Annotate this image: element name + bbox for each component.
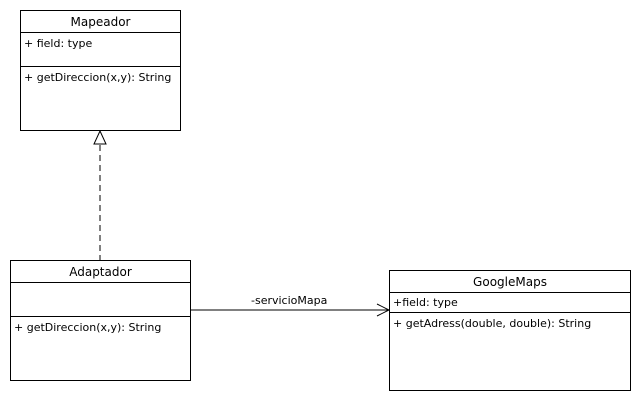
association-label: -servicioMapa (251, 294, 328, 307)
class-name: GoogleMaps (390, 271, 630, 293)
realization-arrowhead (93, 129, 107, 145)
attributes-section: + field: type (21, 33, 180, 67)
method: + getDireccion(x,y): String (24, 71, 172, 84)
methods-section: + getAdress(double, double): String (390, 313, 630, 330)
attributes-section: +field: type (390, 293, 630, 313)
class-mapeador[interactable]: Mapeador + field: type + getDireccion(x,… (20, 10, 181, 131)
class-adaptador[interactable]: Adaptador + getDireccion(x,y): String (10, 260, 191, 381)
attribute: +field: type (393, 296, 458, 309)
class-name: Mapeador (21, 11, 180, 33)
attribute: + field: type (24, 37, 93, 50)
class-name: Adaptador (11, 261, 190, 283)
attributes-section (11, 283, 190, 317)
class-googlemaps[interactable]: GoogleMaps +field: type + getAdress(doub… (389, 270, 631, 391)
method: + getAdress(double, double): String (393, 317, 592, 330)
methods-section: + getDireccion(x,y): String (21, 67, 180, 84)
method: + getDireccion(x,y): String (14, 321, 162, 334)
methods-section: + getDireccion(x,y): String (11, 317, 190, 334)
